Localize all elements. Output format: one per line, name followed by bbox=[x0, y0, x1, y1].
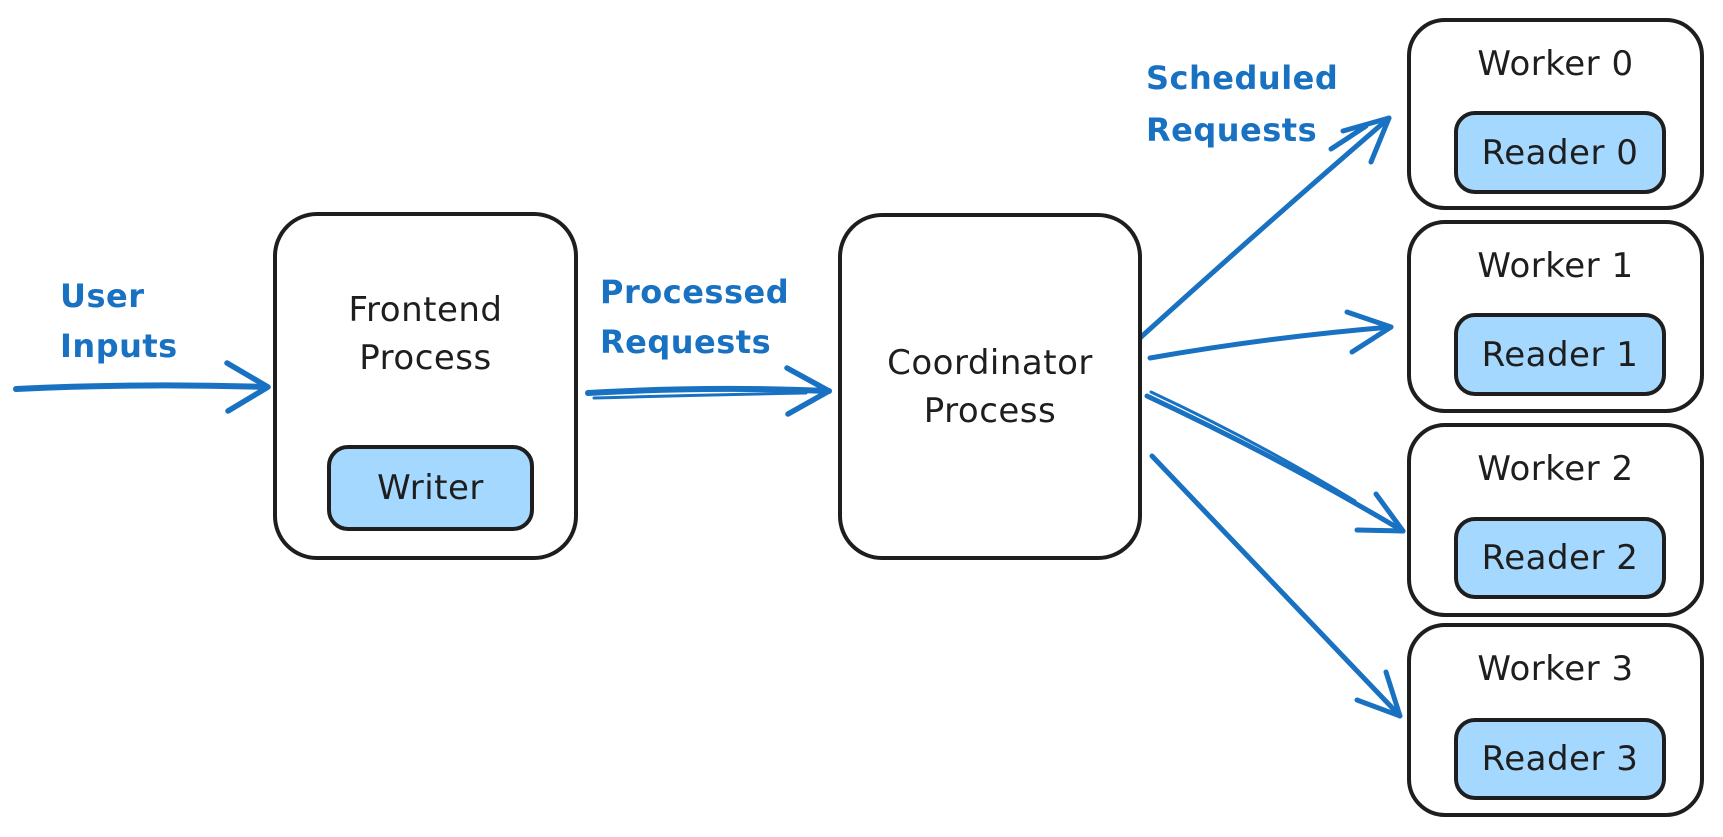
reader-3-label: Reader 3 bbox=[1481, 739, 1639, 779]
scheduled-arrow-worker-3 bbox=[1149, 453, 1403, 719]
frontend-process-title: Frontend Process bbox=[277, 286, 574, 382]
worker-0-label: Worker 0 bbox=[1477, 44, 1634, 84]
processed-requests-label: Processed Requests bbox=[600, 267, 789, 367]
reader-1-label: Reader 1 bbox=[1481, 334, 1639, 375]
user-inputs-label: User Inputs bbox=[60, 271, 178, 371]
user-inputs-line1: User bbox=[60, 277, 145, 315]
scheduled-requests-line2: Requests bbox=[1146, 111, 1318, 149]
worker-1-label: Worker 1 bbox=[1477, 246, 1634, 286]
worker-node-2: Worker 2 Reader 2 bbox=[1407, 423, 1704, 617]
scheduled-requests-line1: Scheduled bbox=[1146, 59, 1339, 97]
frontend-title-line2: Process bbox=[359, 338, 492, 378]
scheduled-arrow-worker-2 bbox=[1144, 390, 1406, 534]
reader-node-0: Reader 0 bbox=[1454, 111, 1666, 194]
user-inputs-arrow bbox=[13, 360, 271, 414]
coordinator-process-title: Coordinator Process bbox=[887, 339, 1093, 435]
processed-requests-line2: Requests bbox=[600, 323, 772, 361]
worker-node-3: Worker 3 Reader 3 bbox=[1407, 623, 1704, 817]
reader-0-label: Reader 0 bbox=[1481, 132, 1639, 173]
worker-2-label: Worker 2 bbox=[1477, 449, 1634, 489]
coordinator-title-line1: Coordinator bbox=[887, 342, 1093, 383]
frontend-process-node: Frontend Process Writer bbox=[273, 212, 578, 560]
worker-node-0: Worker 0 Reader 0 bbox=[1407, 18, 1704, 210]
processed-requests-line1: Processed bbox=[600, 273, 790, 311]
writer-label: Writer bbox=[377, 468, 484, 508]
scheduled-arrow-worker-0 bbox=[1137, 115, 1392, 341]
worker-node-1: Worker 1 Reader 1 bbox=[1407, 220, 1704, 413]
reader-node-2: Reader 2 bbox=[1454, 517, 1666, 599]
coordinator-title-line2: Process bbox=[923, 390, 1057, 431]
user-inputs-line2: Inputs bbox=[60, 327, 178, 365]
scheduled-arrow-worker-1 bbox=[1147, 309, 1394, 361]
coordinator-process-node: Coordinator Process bbox=[838, 213, 1142, 560]
scheduled-requests-label: Scheduled Requests bbox=[1146, 52, 1338, 156]
scheduled-requests-pointer bbox=[1328, 123, 1369, 152]
reader-node-1: Reader 1 bbox=[1454, 313, 1666, 396]
worker-3-label: Worker 3 bbox=[1477, 649, 1634, 689]
writer-node: Writer bbox=[327, 445, 534, 531]
reader-2-label: Reader 2 bbox=[1481, 538, 1639, 578]
frontend-title-line1: Frontend bbox=[348, 290, 503, 330]
processed-requests-arrow bbox=[585, 365, 832, 417]
reader-node-3: Reader 3 bbox=[1454, 718, 1666, 800]
